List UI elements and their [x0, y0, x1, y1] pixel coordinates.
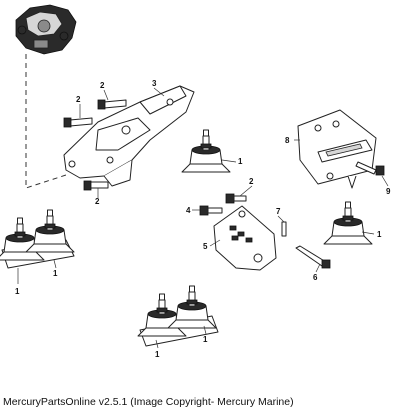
engine-mount-center [181, 129, 231, 173]
bolt-part-2c [83, 180, 109, 191]
callout-8: 8 [285, 136, 290, 145]
callout-3: 3 [152, 79, 157, 88]
bracket-part-3 [63, 85, 195, 187]
callout-2: 2 [76, 95, 81, 104]
engine-mount-right [323, 201, 373, 245]
callout-2: 2 [100, 81, 105, 90]
bolt-part-2-plate [225, 193, 247, 204]
bracket-part-8 [297, 109, 377, 189]
callout-1: 1 [15, 287, 20, 296]
callout-6: 6 [313, 273, 318, 282]
callout-5: 5 [203, 242, 208, 251]
callout-1: 1 [238, 157, 243, 166]
callout-9: 9 [386, 187, 391, 196]
engine-reference-image [15, 4, 77, 55]
callout-4: 4 [186, 206, 191, 215]
bolt-part-9 [355, 161, 385, 176]
bolt-part-2a [63, 117, 93, 128]
callout-labels: 2 2 3 2 1 2 4 7 5 6 8 9 1 1 1 1 1 [15, 79, 391, 359]
bolt-part-4 [199, 205, 223, 216]
stud-part-7 [281, 221, 287, 237]
mount-plate-part-5 [213, 205, 277, 271]
callout-1: 1 [53, 269, 58, 278]
long-bolt-part-6 [295, 245, 331, 269]
callout-1: 1 [377, 230, 382, 239]
callout-1: 1 [155, 350, 160, 359]
engine-mount-pair-bottom [137, 285, 219, 347]
callout-2: 2 [95, 197, 100, 206]
bolt-part-2b [97, 99, 127, 110]
callout-2: 2 [249, 177, 254, 186]
copyright-footer: MercuryPartsOnline v2.5.1 (Image Copyrig… [3, 396, 294, 408]
reference-dashed-line [25, 54, 67, 189]
engine-mount-pair-left [0, 209, 75, 269]
leader-lines [17, 87, 389, 349]
callout-7: 7 [276, 207, 281, 216]
callout-1: 1 [203, 335, 208, 344]
